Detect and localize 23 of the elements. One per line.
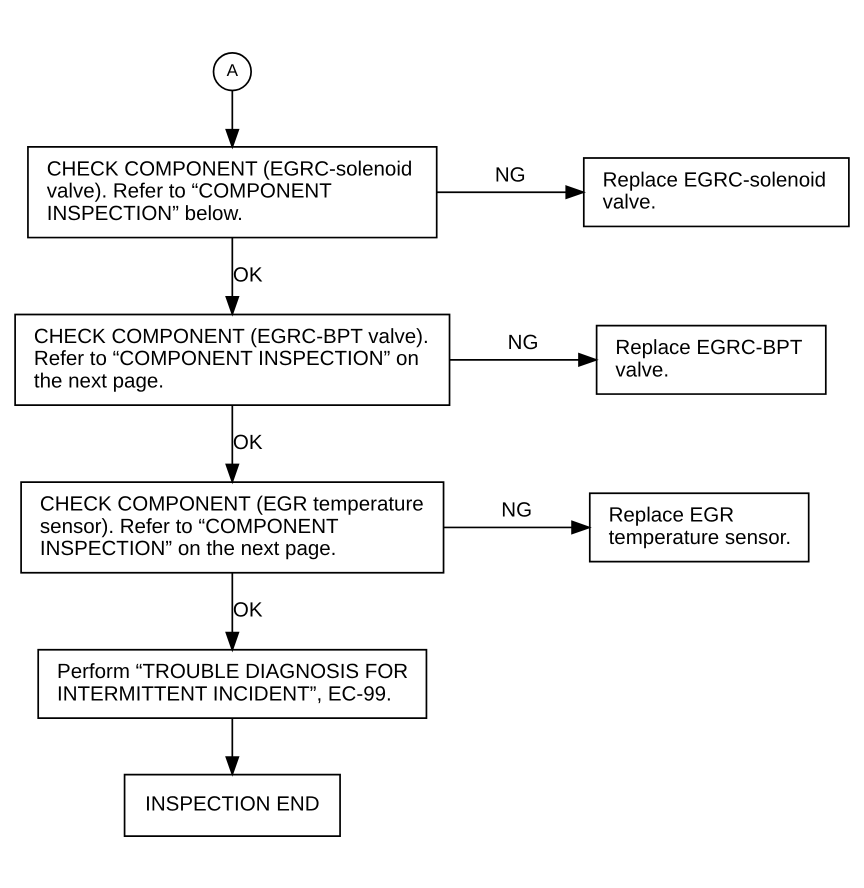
node-box: CHECK COMPONENT (EGRC-solenoid valve). Refer to “COMPONENT INSPECTION” below. [27, 146, 438, 238]
edge-label: NG [508, 330, 538, 354]
arrow [444, 520, 592, 534]
arrow [225, 90, 240, 149]
edge-label: OK [232, 262, 263, 286]
edge-label: NG [501, 498, 532, 522]
arrow [225, 405, 240, 484]
edge-label: OK [232, 430, 263, 454]
arrow [450, 352, 599, 367]
edge-label: NG [494, 162, 526, 186]
arrow [225, 718, 240, 776]
node-box: CHECK COMPONENT (EGRC-BPT valve). Refer to “COMPONENT INSPECTION” on the next page. [14, 313, 450, 406]
node-box: Replace EGRC-BPT valve. [596, 324, 827, 394]
node-box: CHECK COMPONENT (EGR temperature sensor). Refer to “COMPONENT INSPECTION” on the next page. [20, 480, 444, 574]
node-box: INSPECTION END [124, 773, 341, 837]
arrow [436, 184, 586, 199]
arrow [225, 572, 240, 652]
node-box: Perform “TROUBLE DIAGNOSIS FOR INTERMITTENT INCIDENT”, EC-99. [37, 648, 428, 718]
node-circle: A [212, 51, 252, 91]
edge-label: OK [232, 598, 263, 622]
node-box: Replace EGRC-solenoid valve. [582, 156, 850, 227]
node-box: Replace EGR temperature sensor. [588, 492, 810, 562]
arrow [225, 237, 240, 316]
